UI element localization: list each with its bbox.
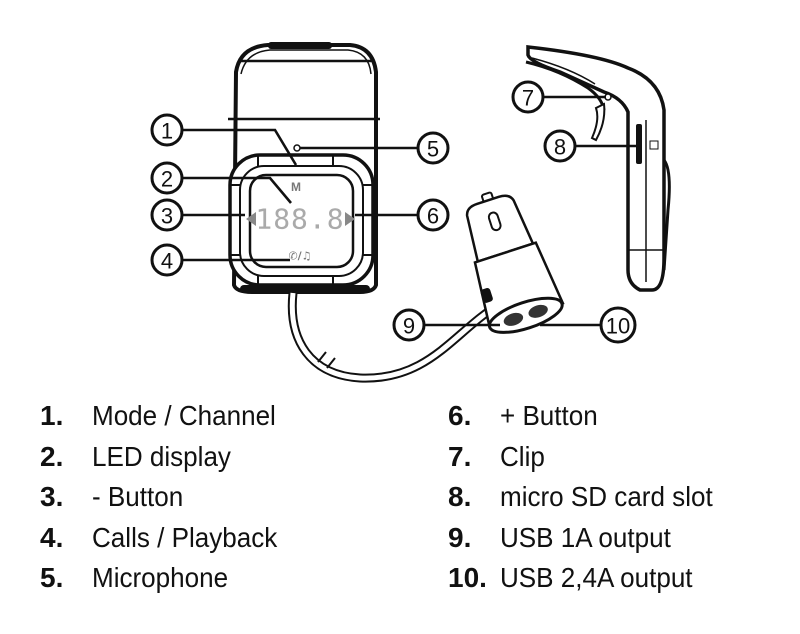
- callout-number: 6: [427, 204, 439, 229]
- legend-number: 3.: [40, 481, 64, 512]
- legend-number: 7.: [448, 440, 472, 472]
- usb-port-2-4a: [528, 304, 548, 318]
- legend-item: 8. micro SD card slot: [448, 477, 729, 518]
- callout-4: 4: [150, 243, 184, 277]
- legend-number: 2.: [40, 440, 64, 472]
- callout-6: 6: [416, 198, 450, 232]
- legend-label: + Button: [500, 400, 598, 431]
- legend-label: Microphone: [92, 562, 229, 593]
- cable: [287, 292, 503, 383]
- callout-number: 10: [606, 314, 630, 339]
- legend-number: 8.: [448, 481, 472, 512]
- legend-item: 3. - Button: [40, 477, 291, 518]
- legend-number: 1.: [40, 400, 64, 431]
- legend-label: USB 1A output: [500, 521, 671, 553]
- microphone-hole: [293, 144, 301, 152]
- minus-button-arrow[interactable]: [246, 212, 256, 226]
- legend-label: Mode / Channel: [92, 400, 276, 431]
- micro-sd-slot: [636, 124, 642, 164]
- legend-right: 6. + Button 7. Clip 8. micro SD card slot 9…: [448, 396, 729, 599]
- legend-label: micro SD card slot: [500, 481, 713, 512]
- legend-number: 9.: [448, 521, 472, 553]
- legend-item: 10. USB 2,4A output: [448, 558, 729, 599]
- legend-item: 1. Mode / Channel: [40, 396, 291, 437]
- side-view: [525, 45, 671, 292]
- usb-port-1a: [503, 312, 524, 326]
- legend-item: 7. Clip: [448, 437, 729, 478]
- device-diagram: M 188.8 ✆/♫: [150, 42, 671, 383]
- clip: [590, 102, 606, 142]
- callout-3: 3: [150, 198, 184, 232]
- legend-label: Clip: [500, 440, 545, 472]
- legend-left: 1. Mode / Channel 2. LED display 3. - Butto…: [40, 396, 291, 599]
- callout-5: 5: [416, 131, 450, 165]
- top-cap-ridge: [268, 42, 332, 49]
- callout-number: 2: [161, 167, 173, 192]
- plus-button-arrow[interactable]: [345, 212, 355, 226]
- legend-number: 6.: [448, 400, 472, 431]
- callout-2: 2: [150, 161, 184, 195]
- legend-number: 5.: [40, 562, 64, 593]
- legend-label: LED display: [92, 440, 231, 472]
- legend-item: 4. Calls / Playback: [40, 518, 291, 559]
- callout-number: 4: [161, 249, 173, 274]
- legend-item: 2. LED display: [40, 437, 291, 478]
- callout-number: 5: [427, 137, 439, 162]
- callout-8: 8: [543, 129, 577, 163]
- callout-number: 7: [522, 86, 534, 111]
- callout-9: 9: [392, 308, 426, 342]
- legend-label: - Button: [92, 481, 184, 512]
- legend-number: 4.: [40, 521, 64, 553]
- callout-number: 9: [403, 314, 415, 339]
- legend-item: 9. USB 1A output: [448, 518, 729, 559]
- leader-lines: [182, 95, 636, 327]
- callout-number: 1: [161, 119, 173, 144]
- transmitter-head: M 188.8 ✆/♫: [228, 42, 380, 294]
- calls-playback-symbol: ✆/♫: [288, 250, 311, 263]
- callout-10: 10: [599, 306, 637, 344]
- legend-item: 6. + Button: [448, 396, 729, 437]
- legend-label: Calls / Playback: [92, 521, 278, 553]
- callouts: 1 2 3 4 5 6 7 8 9 10: [150, 80, 637, 344]
- callout-7: 7: [511, 80, 545, 114]
- mode-channel-symbol: M: [291, 180, 301, 194]
- led-display-readout: 188.8: [255, 203, 344, 236]
- legend-number: 10.: [448, 562, 487, 593]
- callout-number: 3: [161, 204, 173, 229]
- legend-label: USB 2,4A output: [500, 562, 693, 593]
- legend-item: 5. Microphone: [40, 558, 291, 599]
- callout-1: 1: [150, 113, 184, 147]
- car-charger-plug: [465, 191, 565, 334]
- callout-number: 8: [554, 135, 566, 160]
